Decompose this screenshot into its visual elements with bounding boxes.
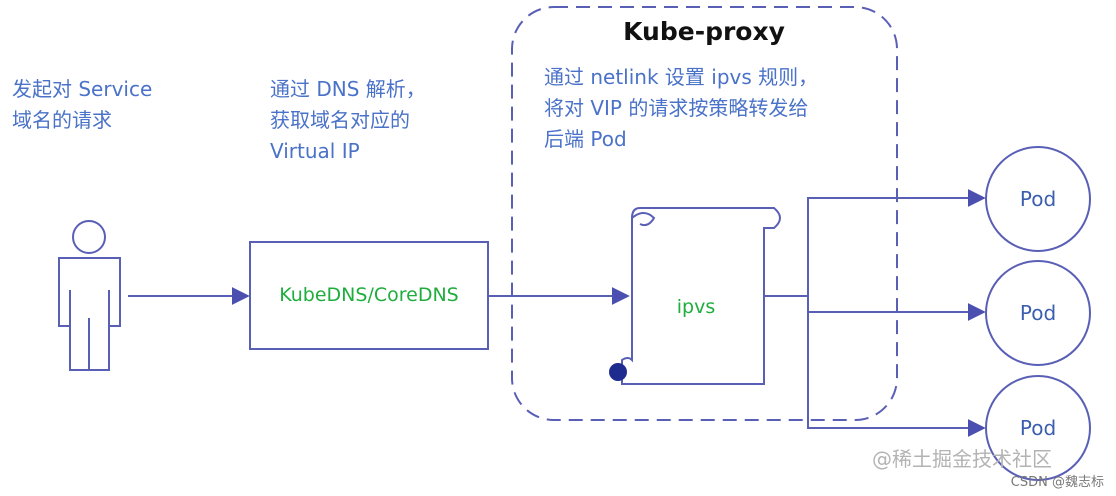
proxy-caption-line-1: 通过 netlink 设置 ipvs 规则，: [544, 65, 819, 89]
dns-caption-line-3: Virtual IP: [270, 139, 360, 163]
proxy-caption-line-2: 将对 VIP 的请求按策略转发给: [544, 96, 809, 120]
ipvs-scroll-icon: [609, 207, 781, 385]
kube-proxy-boundary: [511, 6, 898, 421]
client-caption-line-2: 域名的请求: [12, 108, 112, 132]
pod-1-circle: [985, 146, 1091, 252]
proxy-caption-line-3: 后端 Pod: [544, 127, 627, 151]
pod-3-circle: [985, 375, 1091, 481]
ipvs-to-pod-3-line: [807, 296, 986, 437]
pod-3-label: Pod: [1019, 416, 1057, 440]
credit-text: CSDN @魏志标: [1010, 475, 1104, 490]
dns-caption-line-2: 获取域名对应的: [270, 108, 410, 132]
ipvs-fanout-line: [764, 189, 986, 297]
client-user-icon: [58, 220, 121, 371]
dns-caption-line-1: 通过 DNS 解析，: [270, 77, 426, 101]
dns-caption: 通过 DNS 解析， 获取域名对应的 Virtual IP: [270, 74, 426, 167]
dns-box: [249, 241, 489, 350]
ipvs-label: ipvs: [676, 296, 716, 318]
kube-proxy-title: Kube-proxy: [623, 17, 785, 46]
pod-2-label: Pod: [1019, 301, 1057, 325]
flow-connectors: [128, 189, 986, 437]
pod-1-label: Pod: [1019, 187, 1057, 211]
watermark: @稀土掘金技术社区: [872, 447, 1052, 471]
client-caption: 发起对 Service 域名的请求: [12, 74, 152, 136]
dns-box-label: KubeDNS/CoreDNS: [279, 284, 459, 306]
pod-2-circle: [985, 260, 1091, 366]
client-caption-line-1: 发起对 Service: [12, 77, 153, 101]
proxy-caption: 通过 netlink 设置 ipvs 规则， 将对 VIP 的请求按策略转发给 …: [544, 62, 818, 155]
